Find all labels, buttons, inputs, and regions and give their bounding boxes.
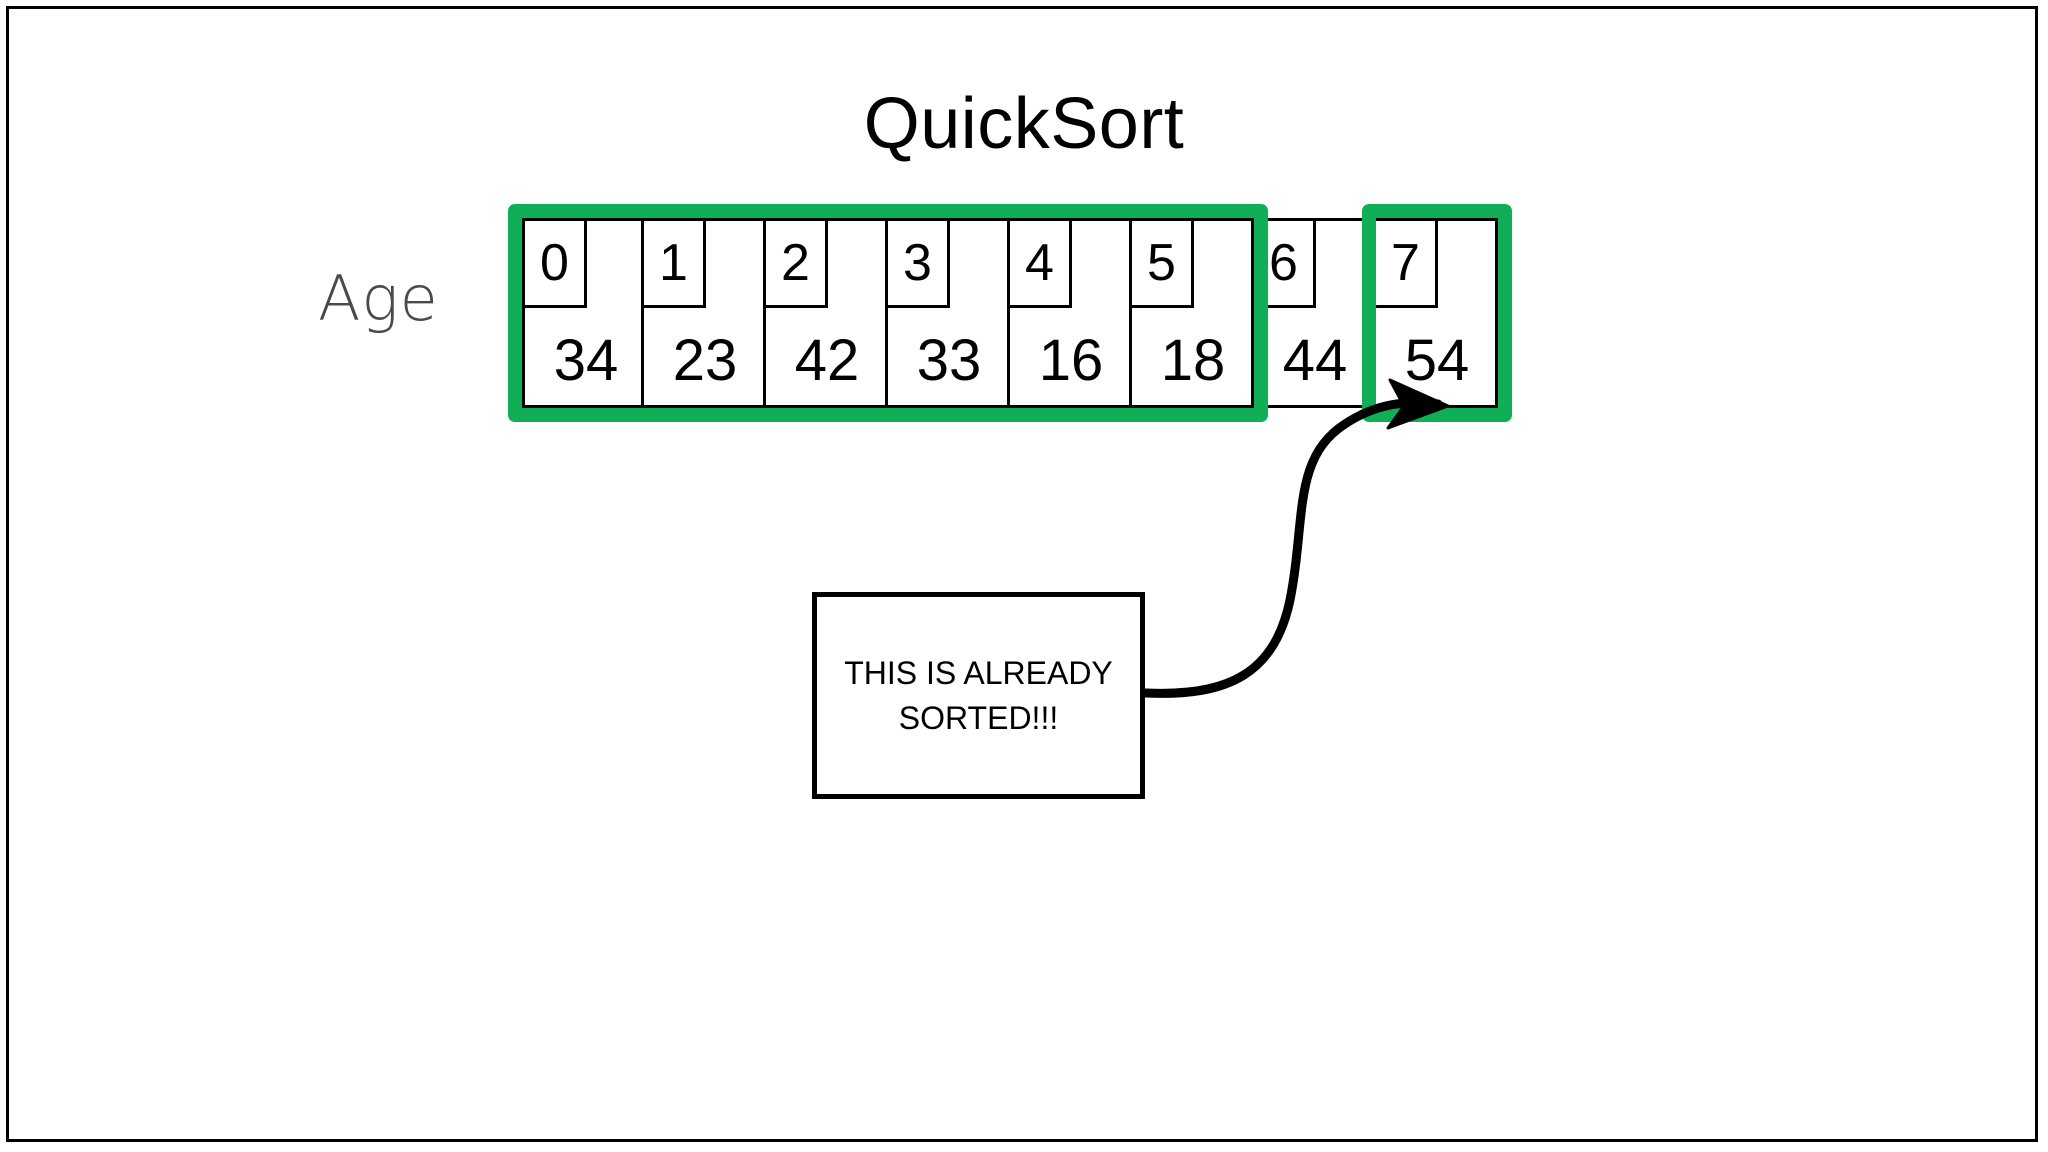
- array-value-label-2: 42: [794, 328, 860, 393]
- array-cell-7[interactable]: 7 54: [1373, 218, 1498, 408]
- array-value-label-7: 54: [1404, 328, 1470, 393]
- array-index-box-0: 0: [522, 218, 587, 308]
- page-title: QuickSort: [863, 84, 1185, 164]
- slide-border: [6, 6, 2038, 1142]
- array-value-label-5: 18: [1160, 328, 1226, 393]
- array-cell-1[interactable]: 1 23: [641, 218, 766, 408]
- array-value-label-4: 16: [1038, 328, 1104, 393]
- array-cell-0[interactable]: 0 34: [522, 218, 644, 408]
- array-index-box-5: 5: [1129, 218, 1194, 308]
- array-index-box-6: 6: [1251, 218, 1316, 308]
- array-row-label: Age: [318, 262, 439, 335]
- array-index-label-0: 0: [540, 234, 569, 292]
- array-value-cell-1: 23: [644, 317, 766, 405]
- annotation-text: THIS IS ALREADY SORTED!!!: [844, 655, 1113, 736]
- array-value-cell-7: 54: [1376, 317, 1498, 405]
- array-value-cell-4: 16: [1010, 317, 1132, 405]
- array-index-label-3: 3: [903, 234, 932, 292]
- array-value-cell-5: 18: [1132, 317, 1254, 405]
- array-index-label-2: 2: [781, 234, 810, 292]
- array-cell-2[interactable]: 2 42: [763, 218, 888, 408]
- array-cell-3[interactable]: 3 33: [885, 218, 1010, 408]
- annotation-box: THIS IS ALREADY SORTED!!!: [812, 592, 1145, 799]
- array-value-cell-0: 34: [525, 317, 647, 405]
- array-index-box-7: 7: [1373, 218, 1438, 308]
- array-value-cell-3: 33: [888, 317, 1010, 405]
- array-value-cell-2: 42: [766, 317, 888, 405]
- array-value-label-1: 23: [672, 328, 738, 393]
- array-value-cell-6: 44: [1254, 317, 1376, 405]
- array-value-label-0: 34: [553, 328, 619, 393]
- array-value-label-3: 33: [916, 328, 982, 393]
- array-index-box-4: 4: [1007, 218, 1072, 308]
- array-index-box-2: 2: [763, 218, 828, 308]
- array-cell-4[interactable]: 4 16: [1007, 218, 1132, 408]
- array-cell-6[interactable]: 6 44: [1251, 218, 1376, 408]
- array-index-box-3: 3: [885, 218, 950, 308]
- array-cell-5[interactable]: 5 18: [1129, 218, 1254, 408]
- array-index-label-4: 4: [1025, 234, 1054, 292]
- array-index-label-1: 1: [659, 234, 688, 292]
- curved-arrow-icon: [1141, 378, 1450, 698]
- array-index-label-6: 6: [1269, 234, 1298, 292]
- array-index-label-7: 7: [1391, 234, 1420, 292]
- array-index-label-5: 5: [1147, 234, 1176, 292]
- array-value-label-6: 44: [1282, 328, 1348, 393]
- array-index-box-1: 1: [641, 218, 706, 308]
